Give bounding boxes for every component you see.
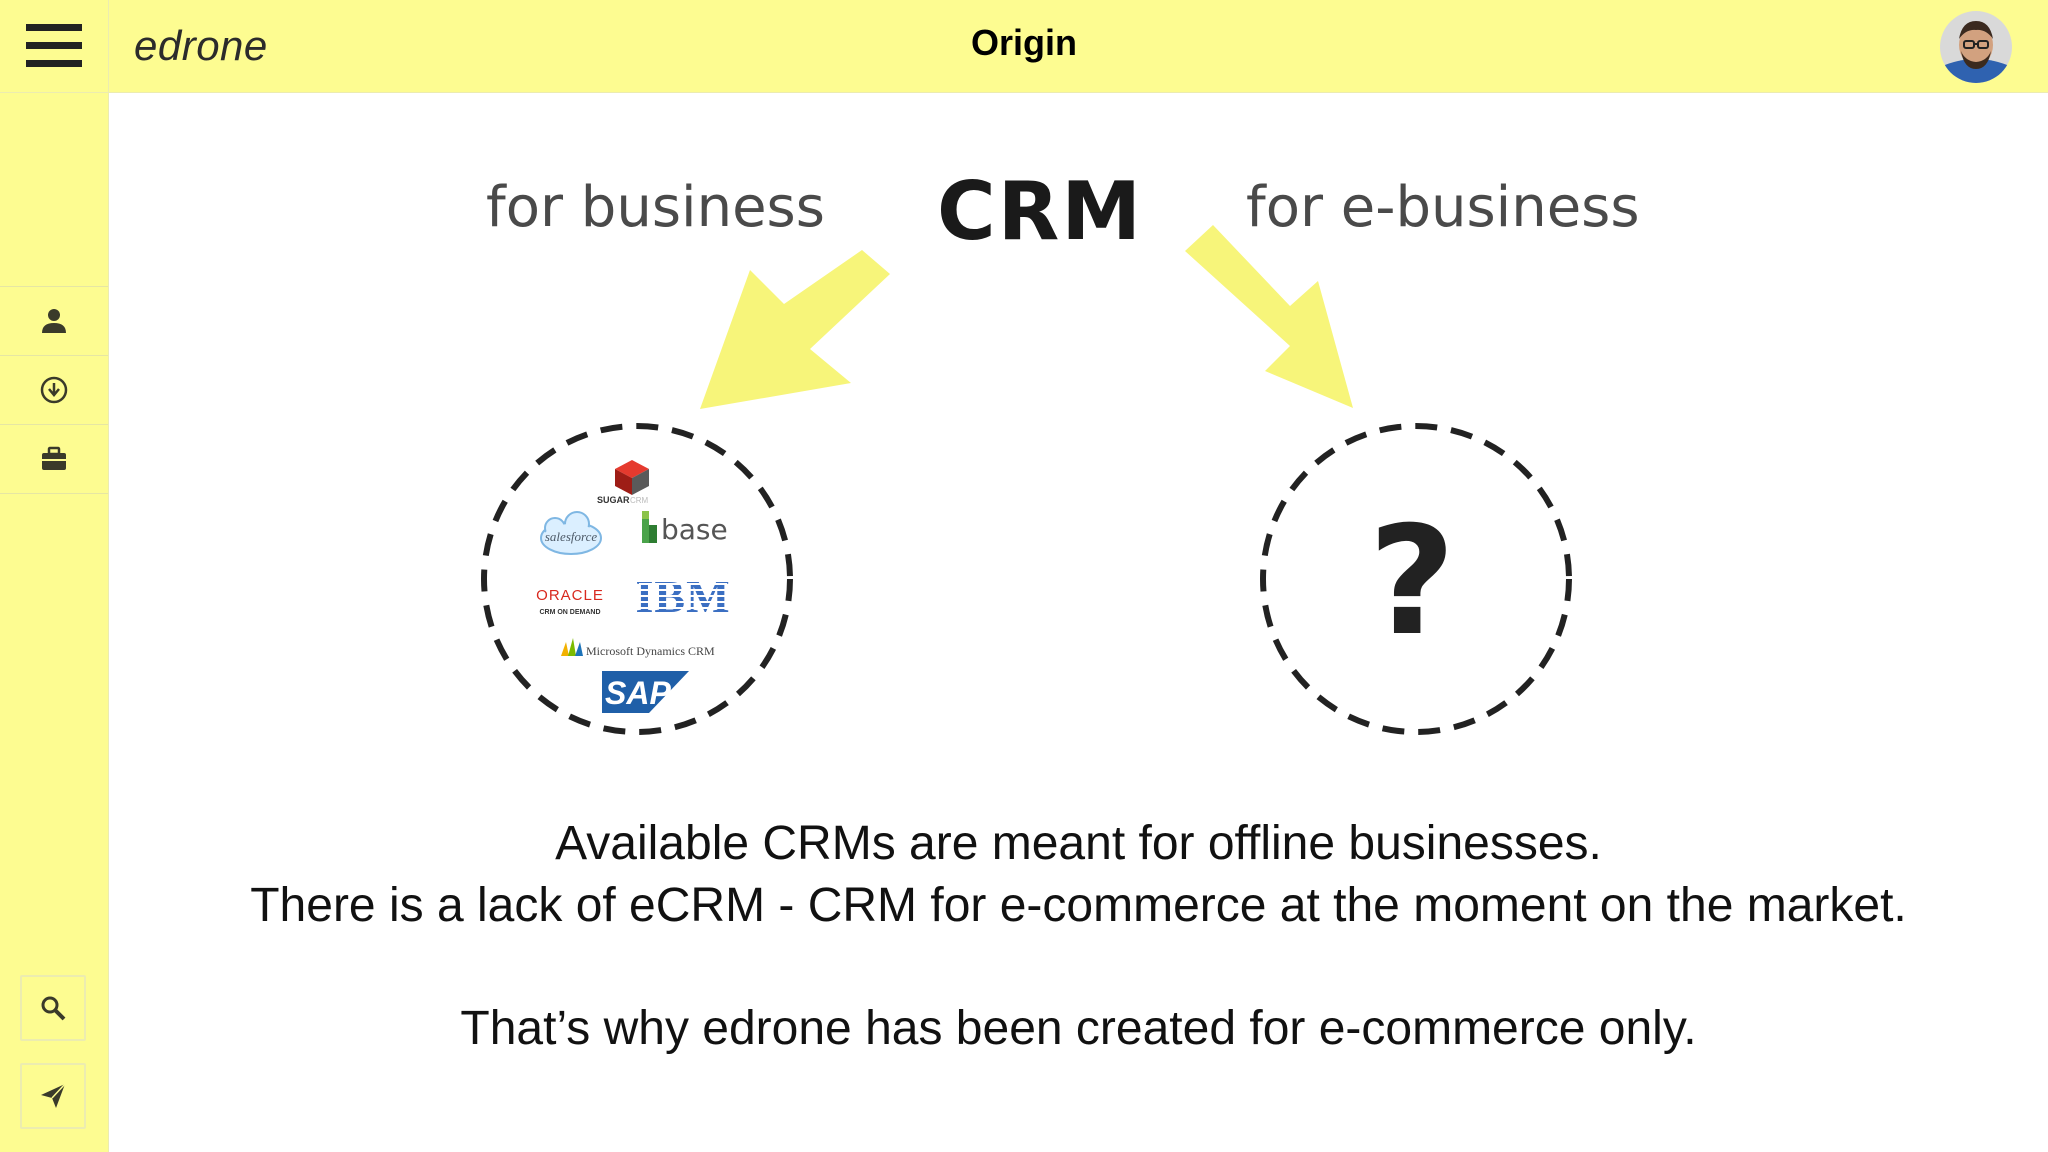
briefcase-icon	[42, 446, 66, 470]
sidebar	[0, 93, 109, 1152]
sap-logo	[602, 671, 689, 713]
sap-text: SAP	[605, 675, 671, 711]
arrow-left	[700, 250, 890, 409]
send-button[interactable]	[20, 1063, 86, 1129]
caption-line-3: That’s why edrone has been created for e…	[460, 1002, 1697, 1055]
caption-line-2: There is a lack of eCRM - CRM for e-comm…	[250, 879, 1907, 932]
base-logo	[642, 511, 657, 543]
crm-diagram: SUGAR CRM salesforce base ORACLE CRM ON …	[481, 225, 1572, 735]
sidebar-item-download[interactable]	[0, 355, 108, 424]
user-icon	[42, 309, 66, 333]
avatar[interactable]	[1940, 11, 2012, 83]
brand-logo[interactable]: edrone	[134, 22, 268, 69]
microsoft-dynamics-logo	[561, 638, 583, 656]
sugarcrm-logo	[615, 460, 649, 495]
ibm-stripes	[639, 583, 727, 609]
arrow-right	[1185, 225, 1353, 408]
crm-vendors-circle	[481, 423, 793, 735]
oracle-subtext: CRM ON DEMAND	[539, 609, 600, 616]
download-icon	[40, 376, 68, 404]
ecrm-unknown-circle	[1260, 423, 1572, 735]
sugarcrm-suffix: CRM	[630, 496, 649, 505]
hamburger-icon	[26, 24, 82, 67]
sidebar-divider	[0, 493, 108, 494]
microsoft-dynamics-text: Microsoft Dynamics CRM	[586, 644, 715, 658]
caption-line-1: Available CRMs are meant for offline bus…	[555, 817, 1602, 870]
label-crm: CRM	[937, 165, 1143, 258]
label-for-e-business: for e-business	[1246, 175, 1640, 240]
question-mark: ?	[1368, 495, 1455, 669]
salesforce-text: salesforce	[545, 529, 597, 544]
page-title: Origin	[971, 22, 1077, 63]
search-icon	[41, 996, 66, 1021]
send-icon	[41, 1083, 66, 1108]
menu-button[interactable]	[0, 0, 109, 92]
top-bar: edrone Origin	[0, 0, 2048, 93]
label-for-business: for business	[486, 175, 825, 240]
sugarcrm-text: SUGAR	[597, 495, 630, 505]
search-button[interactable]	[20, 975, 86, 1041]
sidebar-item-profile[interactable]	[0, 286, 108, 355]
oracle-text: ORACLE	[536, 587, 604, 604]
slide: for business CRM for e-business SUGAR CR…	[109, 93, 2048, 1152]
base-text: base	[661, 513, 728, 546]
salesforce-logo	[540, 511, 602, 555]
sidebar-item-briefcase[interactable]	[0, 424, 108, 493]
